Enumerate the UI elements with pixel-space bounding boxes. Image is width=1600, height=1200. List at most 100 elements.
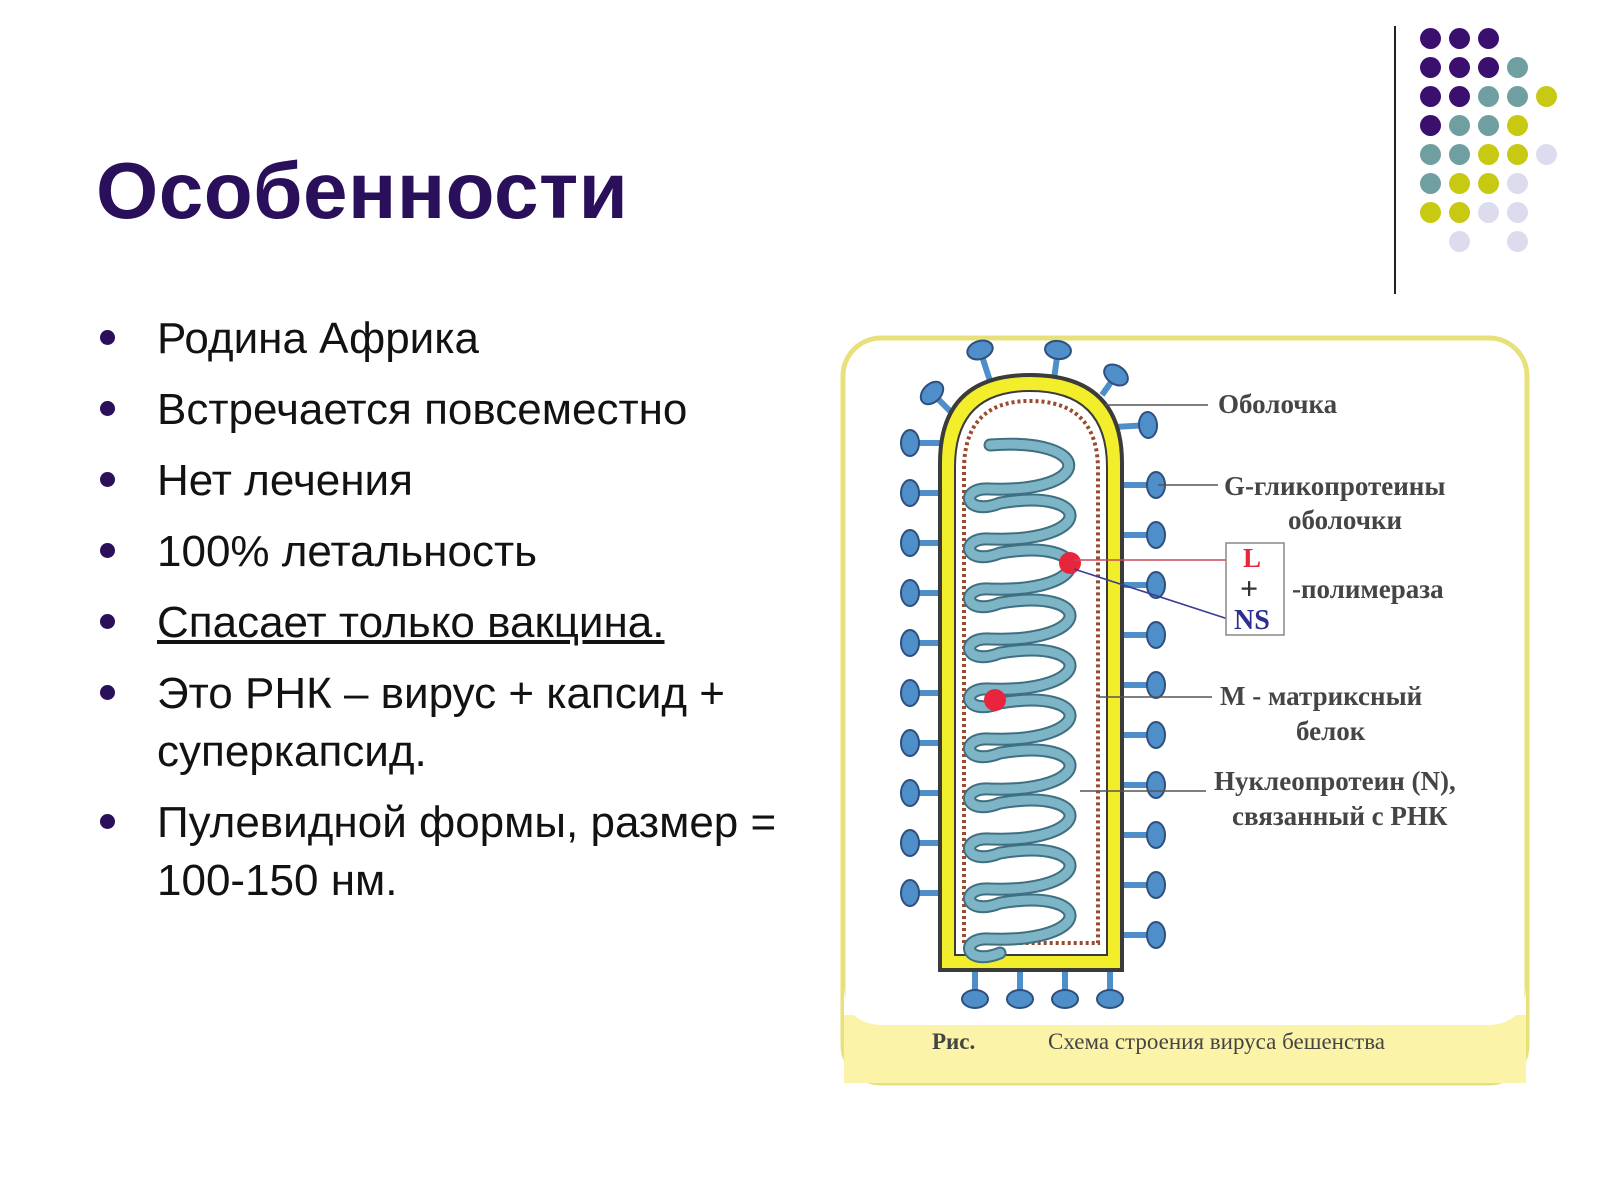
- glycoprotein-spike: [900, 879, 940, 907]
- bullet-dot: [100, 401, 115, 416]
- decorative-dot: [1449, 231, 1470, 252]
- bullet-item: Родина Африка: [100, 310, 800, 368]
- decorative-dot: [1420, 144, 1441, 165]
- polymerase-L-dot: [1059, 552, 1081, 574]
- decorative-dot: [1536, 86, 1557, 107]
- bullet-item: Встречается повсеместно: [100, 381, 800, 439]
- glycoprotein-spike: [966, 339, 994, 382]
- glycoprotein-spike: [900, 779, 940, 807]
- glycoprotein-spike: [1122, 621, 1166, 649]
- decorative-dot: [1536, 144, 1557, 165]
- glycoprotein-spike: [1099, 363, 1129, 397]
- bullet-dot: [100, 614, 115, 629]
- label-nucleoprotein-line1: Нуклеопротеин (N),: [1214, 766, 1456, 796]
- bullet-item: 100% летальность: [100, 523, 800, 581]
- decorative-dot: [1478, 144, 1499, 165]
- bullet-dot: [100, 814, 115, 829]
- leader-lines: [1073, 404, 1229, 792]
- decorative-dot: [1478, 57, 1499, 78]
- decorative-dot: [1449, 144, 1470, 165]
- decorative-dot: [1420, 115, 1441, 136]
- bullet-dot: [100, 330, 115, 345]
- decorative-dot-grid: [1420, 28, 1580, 258]
- glycoprotein-spike: [900, 529, 940, 557]
- glycoprotein-spike: [1051, 970, 1079, 1009]
- glycoprotein-spike: [961, 970, 989, 1009]
- decorative-dot: [1420, 202, 1441, 223]
- decorative-dot: [1478, 115, 1499, 136]
- decorative-dot: [1449, 57, 1470, 78]
- virus-structure-figure: Оболочка G-гликопротеины оболочки L + NS…: [840, 335, 1530, 1090]
- decorative-dot: [1507, 86, 1528, 107]
- glycoprotein-spike: [900, 729, 940, 757]
- label-glycoproteins-line1: G-гликопротеины: [1224, 471, 1445, 501]
- decorative-dot: [1420, 28, 1441, 49]
- bullet-text-underlined: Спасает только вакцина.: [157, 598, 665, 647]
- glycoprotein-spikes: [900, 339, 1166, 1009]
- figure-caption: Схема строения вируса бешенства: [1048, 1029, 1385, 1054]
- bullet-text: Нет лечения: [157, 456, 413, 505]
- bullet-text: Это РНК – вирус + капсид + суперкапсид.: [157, 669, 725, 776]
- glycoprotein-spike: [1122, 571, 1166, 599]
- label-nucleoprotein-line2: связанный с РНК: [1232, 801, 1448, 831]
- caption-band: [844, 1015, 1526, 1083]
- glycoprotein-spike: [1114, 411, 1159, 439]
- glycoprotein-spike: [1122, 821, 1166, 849]
- bullet-item: Спасает только вакцина.: [100, 594, 800, 652]
- bullet-dot: [100, 472, 115, 487]
- label-envelope: Оболочка: [1218, 389, 1338, 419]
- glycoprotein-spike: [1044, 339, 1072, 380]
- label-matrix-line1: М - матриксный: [1220, 681, 1422, 711]
- decorative-dot: [1478, 28, 1499, 49]
- decorative-dot: [1420, 57, 1441, 78]
- bullet-text: Родина Африка: [157, 314, 479, 363]
- glycoprotein-spike: [900, 679, 940, 707]
- polymerase-NS-dot: [984, 689, 1006, 711]
- decorative-dot: [1478, 173, 1499, 194]
- glycoprotein-spike: [1006, 970, 1034, 1009]
- bullet-item: Нет лечения: [100, 452, 800, 510]
- leader-line-NS: [1073, 568, 1229, 620]
- glycoprotein-spike: [1122, 471, 1166, 499]
- bullet-list: Родина Африка Встречается повсеместно Не…: [100, 310, 800, 923]
- bullet-dot: [100, 685, 115, 700]
- decorative-dot: [1507, 144, 1528, 165]
- glycoprotein-spike: [1122, 871, 1166, 899]
- bullet-text: Встречается повсеместно: [157, 385, 688, 434]
- matrix-protein-layer: [962, 398, 1100, 945]
- decorative-dot: [1449, 28, 1470, 49]
- decorative-dot: [1507, 57, 1528, 78]
- label-matrix-line2: белок: [1296, 716, 1366, 746]
- slide-title: Особенности: [96, 146, 629, 235]
- label-polymerase: -полимераза: [1292, 574, 1444, 604]
- glycoprotein-spike: [1122, 671, 1166, 699]
- decorative-dot: [1507, 202, 1528, 223]
- glycoprotein-spike: [900, 579, 940, 607]
- vertical-divider-line: [1394, 26, 1396, 294]
- decorative-dot: [1449, 86, 1470, 107]
- glycoprotein-spike: [900, 479, 940, 507]
- bullet-item: Пулевидной формы, размер = 100-150 нм.: [100, 794, 800, 910]
- decorative-dot: [1507, 231, 1528, 252]
- polymerase-box: [1225, 542, 1285, 636]
- bullet-text: 100% летальность: [157, 527, 538, 576]
- decorative-dot: [1449, 115, 1470, 136]
- glycoprotein-spike: [900, 629, 940, 657]
- bullet-text: Пулевидной формы, размер = 100-150 нм.: [157, 798, 777, 905]
- decorative-dot: [1420, 86, 1441, 107]
- caption-prefix: Рис.: [932, 1029, 975, 1054]
- label-L: L: [1243, 543, 1261, 573]
- envelope-inner-wall: [954, 389, 1108, 956]
- decorative-dot: [1449, 202, 1470, 223]
- decorative-dot: [1478, 202, 1499, 223]
- bullet-item: Это РНК – вирус + капсид + суперкапсид.: [100, 665, 800, 781]
- decorative-dot: [1420, 173, 1441, 194]
- glycoprotein-spike: [1122, 521, 1166, 549]
- glycoprotein-spike: [1122, 721, 1166, 749]
- decorative-dot: [1478, 86, 1499, 107]
- decorative-dot: [1449, 173, 1470, 194]
- label-plus: +: [1240, 570, 1258, 606]
- label-NS: NS: [1234, 605, 1270, 636]
- glycoprotein-spike: [1122, 921, 1166, 949]
- bullet-dot: [100, 543, 115, 558]
